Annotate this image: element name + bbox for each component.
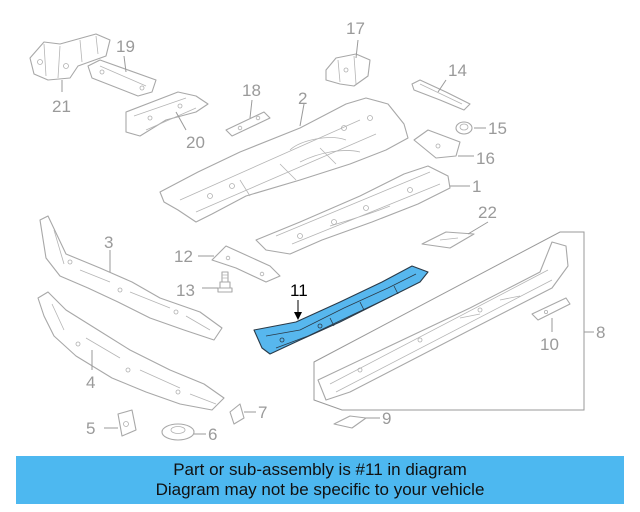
callout-21: 21 (52, 97, 71, 116)
part-14-rail[interactable] (411, 79, 471, 111)
callout-10: 10 (540, 335, 559, 354)
part-2-floor-pan-front[interactable] (159, 97, 409, 223)
part-4-side-member-lower[interactable] (37, 291, 225, 411)
callout-18: 18 (242, 81, 261, 100)
banner-line-1: Part or sub-assembly is #11 in diagram (173, 460, 467, 479)
callout-19: 19 (116, 37, 135, 56)
part-9-bracket[interactable] (333, 415, 367, 429)
callout-5: 5 (86, 419, 95, 438)
part-22-plate[interactable] (421, 231, 475, 249)
part-16-plate[interactable] (413, 129, 461, 159)
callout-8: 8 (596, 323, 605, 342)
callout-7: 7 (258, 403, 267, 422)
callout-12: 12 (174, 247, 193, 266)
part-18-bracket[interactable] (225, 111, 271, 137)
part-10-bracket[interactable] (531, 297, 571, 321)
part-7-bracket[interactable] (229, 403, 245, 425)
part-17-bracket[interactable] (325, 53, 371, 87)
part-15-grommet[interactable] (455, 121, 473, 135)
callout-11: 11 (290, 281, 308, 300)
callout-20: 20 (186, 133, 205, 152)
part-3-side-member[interactable] (39, 215, 223, 341)
callout-6: 6 (208, 425, 217, 444)
callout-2: 2 (298, 89, 307, 108)
callout-16: 16 (476, 149, 495, 168)
part-11-highlighted[interactable] (253, 265, 429, 355)
part-8-rocker-assembly[interactable] (313, 231, 585, 411)
callout-15: 15 (488, 119, 507, 138)
callout-4: 4 (86, 373, 95, 392)
part-19-brace[interactable] (87, 59, 157, 97)
part-5-bracket[interactable] (117, 409, 137, 437)
part-21-bracket[interactable] (29, 33, 111, 81)
part-6-grommet[interactable] (161, 423, 195, 441)
callout-9: 9 (382, 409, 391, 428)
part-1-floor-pan-rear[interactable] (255, 165, 451, 255)
callout-3: 3 (104, 233, 113, 252)
part-13-bolt[interactable] (217, 271, 233, 293)
parts-diagram: 21 19 20 17 18 14 15 (29, 19, 605, 444)
part-20-bracket[interactable] (125, 91, 209, 137)
callout-22: 22 (478, 203, 497, 222)
callout-14: 14 (448, 61, 467, 80)
callout-17: 17 (346, 19, 365, 38)
callout-13: 13 (176, 281, 195, 300)
info-banner: Part or sub-assembly is #11 in diagram D… (16, 456, 624, 504)
banner-line-2: Diagram may not be specific to your vehi… (155, 480, 485, 499)
callout-1: 1 (472, 177, 481, 196)
part-12-bracket[interactable] (211, 245, 281, 283)
